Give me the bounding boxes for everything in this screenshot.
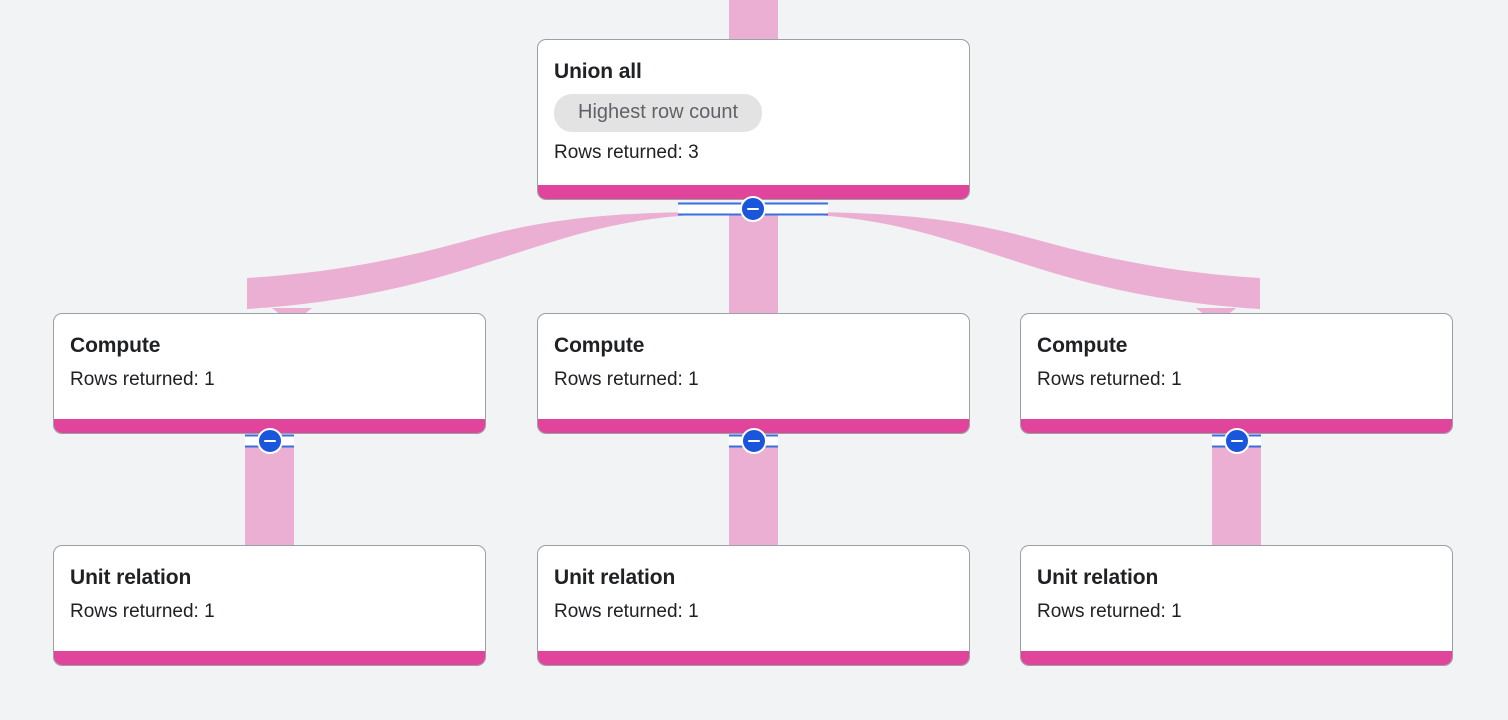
node-accent-bar xyxy=(54,651,485,665)
node-title: Compute xyxy=(1037,334,1128,357)
node-unit-relation-1-body: Unit relation Rows returned: 1 xyxy=(54,546,485,651)
collapse-toggle-union-all[interactable] xyxy=(678,196,828,222)
node-title: Compute xyxy=(554,334,645,357)
node-compute-2[interactable]: Compute Rows returned: 1 xyxy=(537,313,970,434)
node-accent-bar xyxy=(1021,651,1452,665)
node-rows-returned: Rows returned: 1 xyxy=(70,601,215,622)
node-accent-bar xyxy=(538,419,969,433)
minus-icon[interactable] xyxy=(256,428,283,454)
minus-icon[interactable] xyxy=(740,196,766,222)
node-rows-returned: Rows returned: 1 xyxy=(1037,369,1182,390)
node-accent-bar xyxy=(538,185,969,199)
node-union-all[interactable]: Union all Highest row count Rows returne… xyxy=(537,39,970,200)
minus-icon[interactable] xyxy=(1223,428,1250,454)
edge-union-all-to-compute-1 xyxy=(247,212,729,320)
node-compute-3-body: Compute Rows returned: 1 xyxy=(1021,314,1452,419)
edge-union-all-to-compute-3 xyxy=(778,212,1260,320)
collapse-toggle-compute-3[interactable] xyxy=(1212,428,1261,454)
node-compute-1-body: Compute Rows returned: 1 xyxy=(54,314,485,419)
node-title: Union all xyxy=(554,60,642,83)
node-title: Compute xyxy=(70,334,161,357)
node-accent-bar xyxy=(54,419,485,433)
node-rows-returned: Rows returned: 1 xyxy=(554,369,699,390)
edge-compute-1-to-unit-relation-1 xyxy=(245,440,294,548)
node-rows-returned: Rows returned: 1 xyxy=(554,601,699,622)
node-unit-relation-1[interactable]: Unit relation Rows returned: 1 xyxy=(53,545,486,666)
node-compute-1[interactable]: Compute Rows returned: 1 xyxy=(53,313,486,434)
minus-icon[interactable] xyxy=(740,428,767,454)
node-rows-returned: Rows returned: 3 xyxy=(554,142,699,163)
node-compute-2-body: Compute Rows returned: 1 xyxy=(538,314,969,419)
node-rows-returned: Rows returned: 1 xyxy=(1037,601,1182,622)
node-unit-relation-2[interactable]: Unit relation Rows returned: 1 xyxy=(537,545,970,666)
edge-compute-2-to-unit-relation-2 xyxy=(729,440,778,548)
node-accent-bar xyxy=(1021,419,1452,433)
edge-compute-3-to-unit-relation-3 xyxy=(1212,440,1261,548)
node-title: Unit relation xyxy=(554,566,676,589)
node-unit-relation-3[interactable]: Unit relation Rows returned: 1 xyxy=(1020,545,1453,666)
node-badge-highest-row-count: Highest row count xyxy=(554,94,763,132)
node-rows-returned: Rows returned: 1 xyxy=(70,369,215,390)
edge-parent-to-union-all xyxy=(729,0,778,42)
node-accent-bar xyxy=(538,651,969,665)
edge-union-all-to-compute-2 xyxy=(729,212,778,314)
node-title: Unit relation xyxy=(1037,566,1159,589)
collapse-toggle-compute-2[interactable] xyxy=(729,428,778,454)
node-unit-relation-3-body: Unit relation Rows returned: 1 xyxy=(1021,546,1452,651)
node-unit-relation-2-body: Unit relation Rows returned: 1 xyxy=(538,546,969,651)
node-union-all-body: Union all Highest row count Rows returne… xyxy=(538,40,969,185)
node-title: Unit relation xyxy=(70,566,192,589)
collapse-toggle-compute-1[interactable] xyxy=(245,428,294,454)
node-compute-3[interactable]: Compute Rows returned: 1 xyxy=(1020,313,1453,434)
